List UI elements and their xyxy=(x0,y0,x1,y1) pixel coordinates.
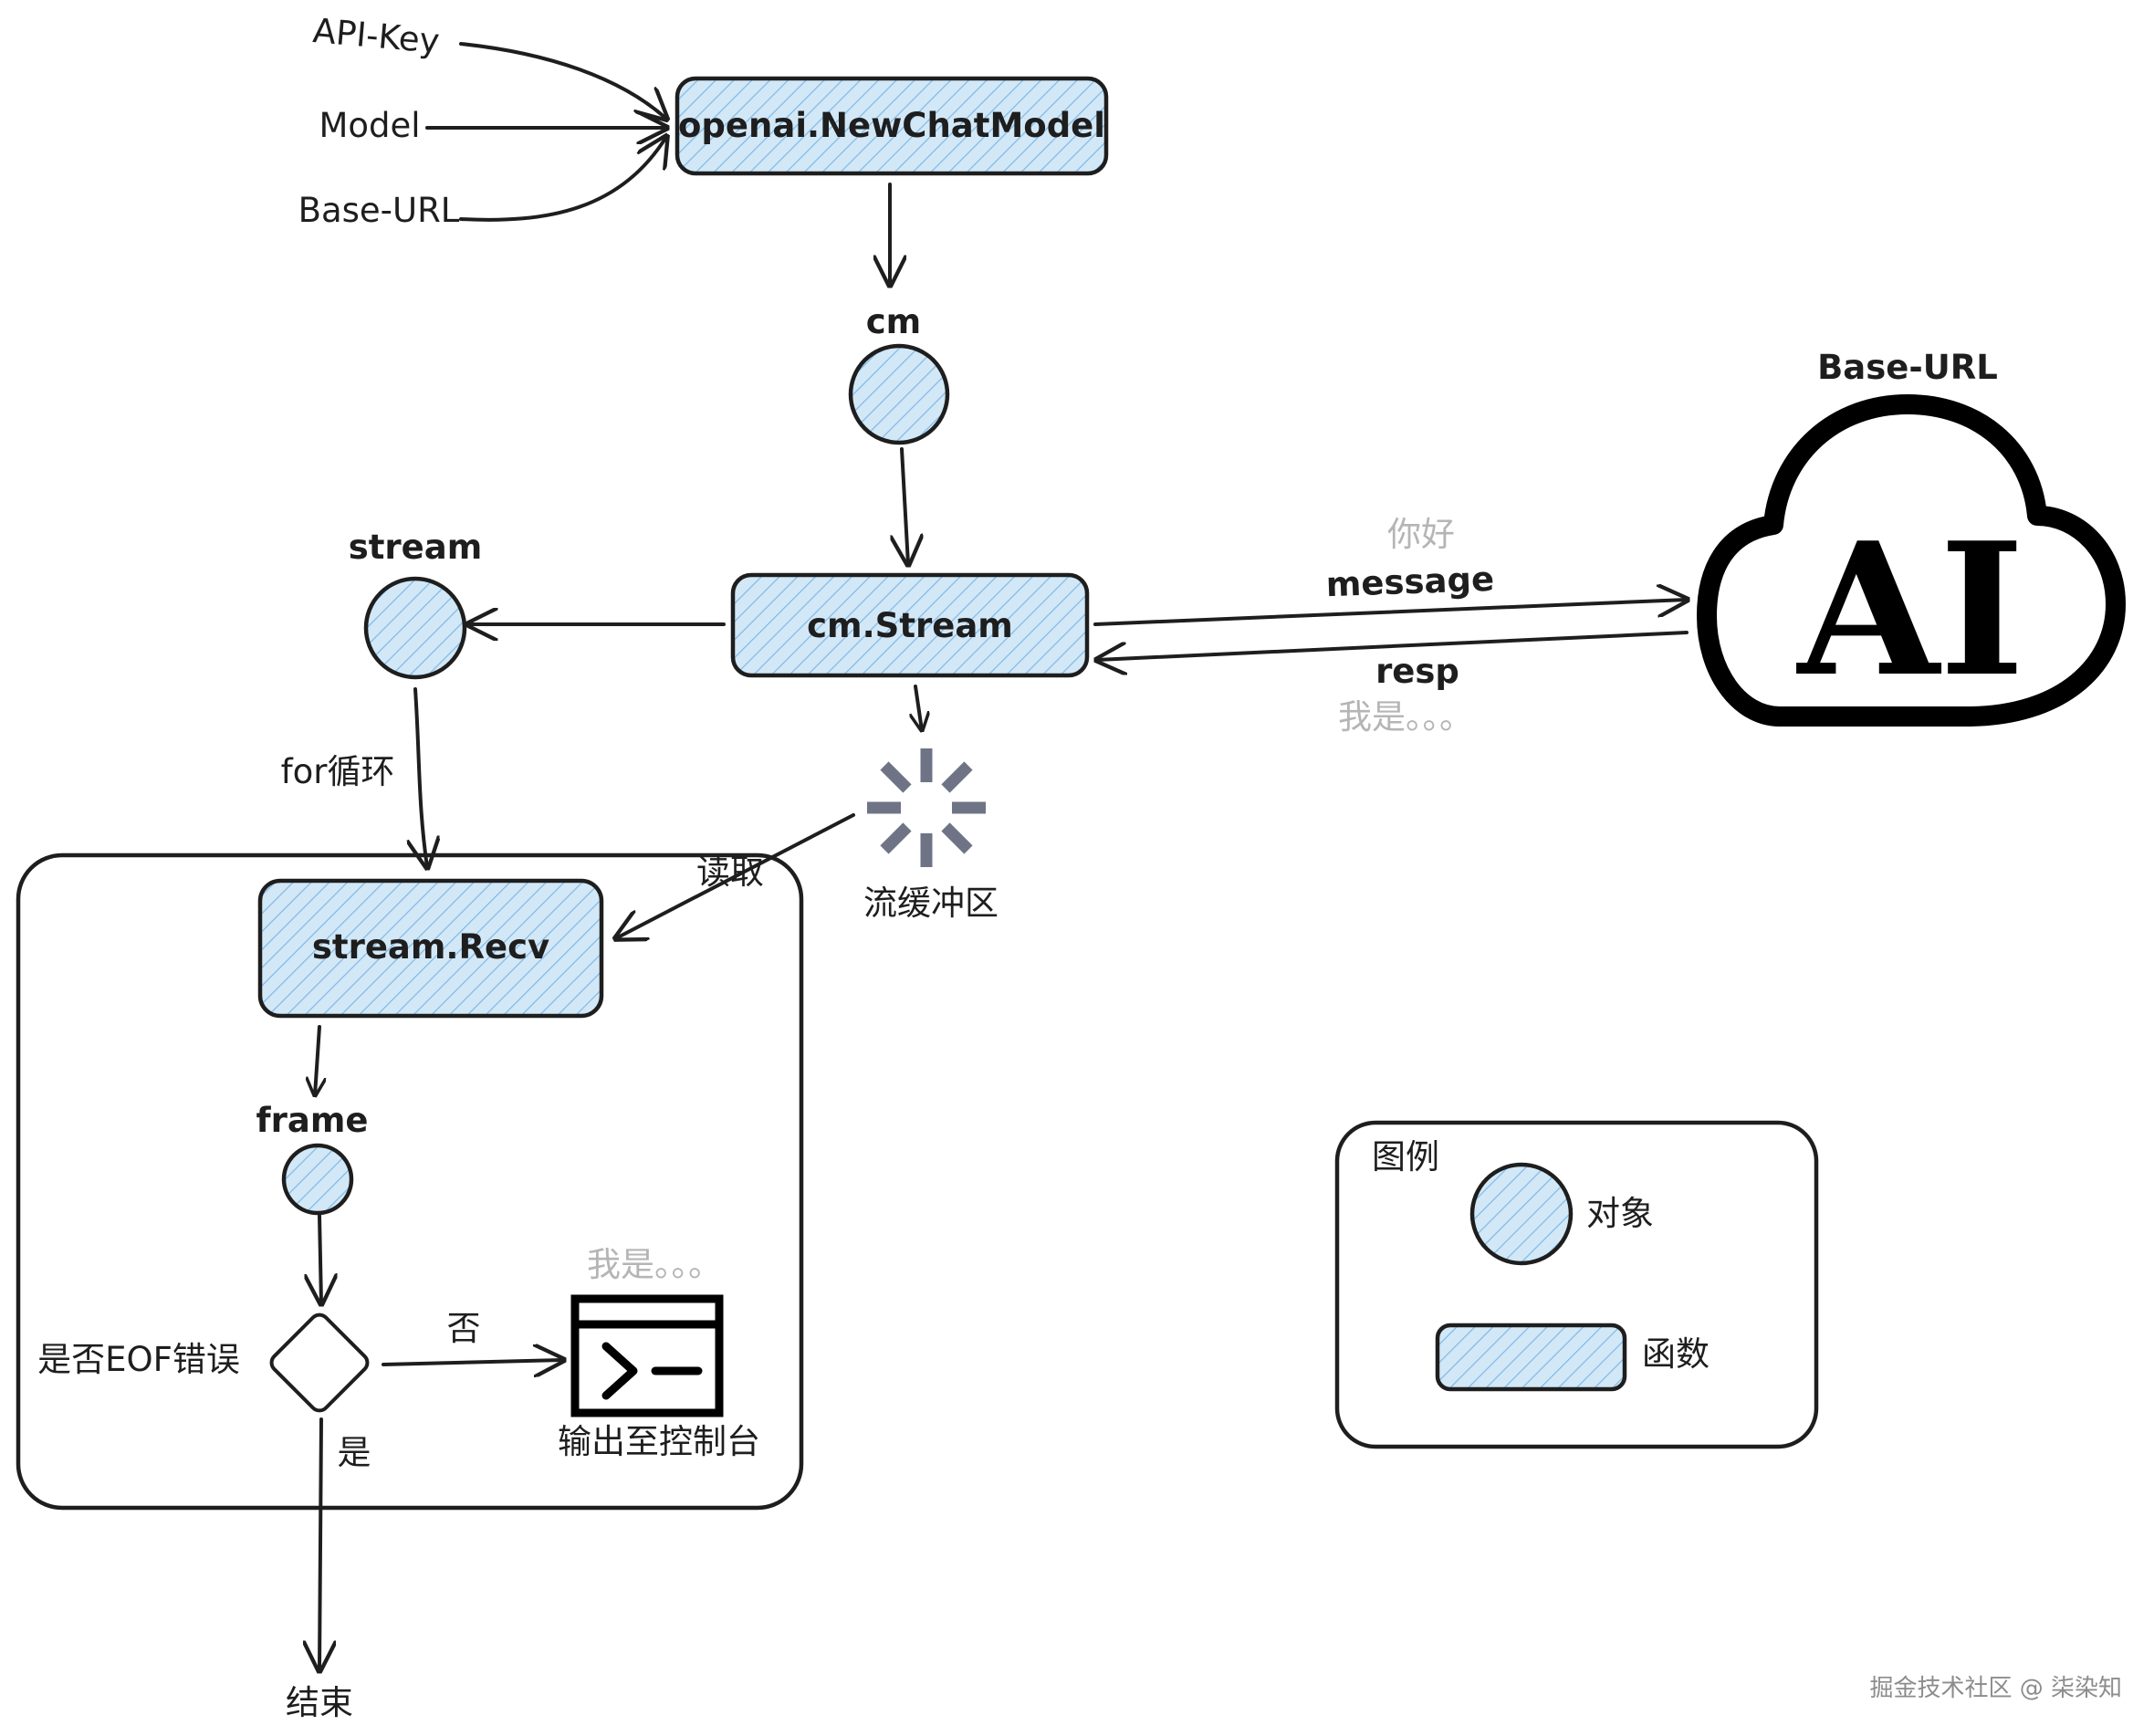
terminal-icon xyxy=(570,1294,724,1417)
stream-label: stream xyxy=(349,528,483,567)
base-url-input-label: Base-URL xyxy=(298,191,460,230)
cm-to-stream-call-arrow xyxy=(902,447,908,564)
stream-recv-label: stream.Recv xyxy=(312,927,549,967)
new-chat-model-box xyxy=(674,76,1109,176)
message-hint: 你好 xyxy=(1387,515,1455,554)
legend-function-box xyxy=(1435,1323,1627,1392)
resp-label: resp xyxy=(1375,652,1459,691)
cm-label: cm xyxy=(866,302,922,341)
no-label: 否 xyxy=(447,1309,481,1348)
no-arrow xyxy=(382,1360,563,1365)
frame-label: frame xyxy=(256,1101,369,1140)
ai-cloud-icon: AI xyxy=(1697,394,2126,727)
output-label: 输出至控制台 xyxy=(558,1422,760,1461)
legend-object-label: 对象 xyxy=(1586,1194,1654,1233)
message-label: message xyxy=(1325,559,1495,604)
yes-arrow xyxy=(319,1417,321,1670)
frame-to-decision-arrow xyxy=(319,1214,321,1303)
end-label: 结束 xyxy=(286,1683,353,1722)
ai-logo-text: AI xyxy=(1796,503,2025,717)
loop-container xyxy=(16,852,804,1511)
watermark: 掘金技术社区 @ 柒染知 xyxy=(1869,1675,2122,1702)
resp-arrow xyxy=(1097,631,1689,660)
legend-title: 图例 xyxy=(1372,1137,1439,1177)
api-key-arrow xyxy=(459,42,666,119)
frame-node xyxy=(281,1143,354,1216)
stream-recv-box xyxy=(257,878,604,1019)
yes-label: 是 xyxy=(338,1433,371,1472)
read-label: 读取 xyxy=(696,852,764,892)
cm-stream-label: cm.Stream xyxy=(807,606,1013,645)
ai-base-url-label: Base-URL xyxy=(1817,348,1998,387)
cm-stream-to-buffer-arrow xyxy=(915,685,922,730)
spinner-icon xyxy=(867,748,986,867)
buffer-read-arrow xyxy=(616,813,855,938)
eof-decision-diamond xyxy=(269,1312,370,1413)
eof-decision-label: 是否EOF错误 xyxy=(37,1340,240,1379)
model-label: Model xyxy=(319,106,420,145)
legend-box xyxy=(1334,1120,1819,1449)
resp-hint: 我是。。。 xyxy=(1338,697,1473,737)
buffer-label: 流缓冲区 xyxy=(863,884,999,923)
cm-stream-box xyxy=(730,572,1090,678)
api-key-label: API-Key xyxy=(311,11,441,61)
message-arrow xyxy=(1093,600,1687,626)
for-loop-label: for循环 xyxy=(281,752,395,791)
new-chat-model-label: openai.NewChatModel xyxy=(678,106,1105,145)
base-url-arrow xyxy=(459,137,666,222)
for-loop-arrow xyxy=(415,687,427,867)
stream-recv-to-frame-arrow xyxy=(315,1025,319,1095)
legend-function-label: 函数 xyxy=(1642,1334,1710,1374)
cm-node xyxy=(848,343,950,445)
output-hint: 我是。。。 xyxy=(587,1245,722,1284)
stream-node xyxy=(363,576,467,680)
legend-object-node xyxy=(1469,1162,1574,1266)
